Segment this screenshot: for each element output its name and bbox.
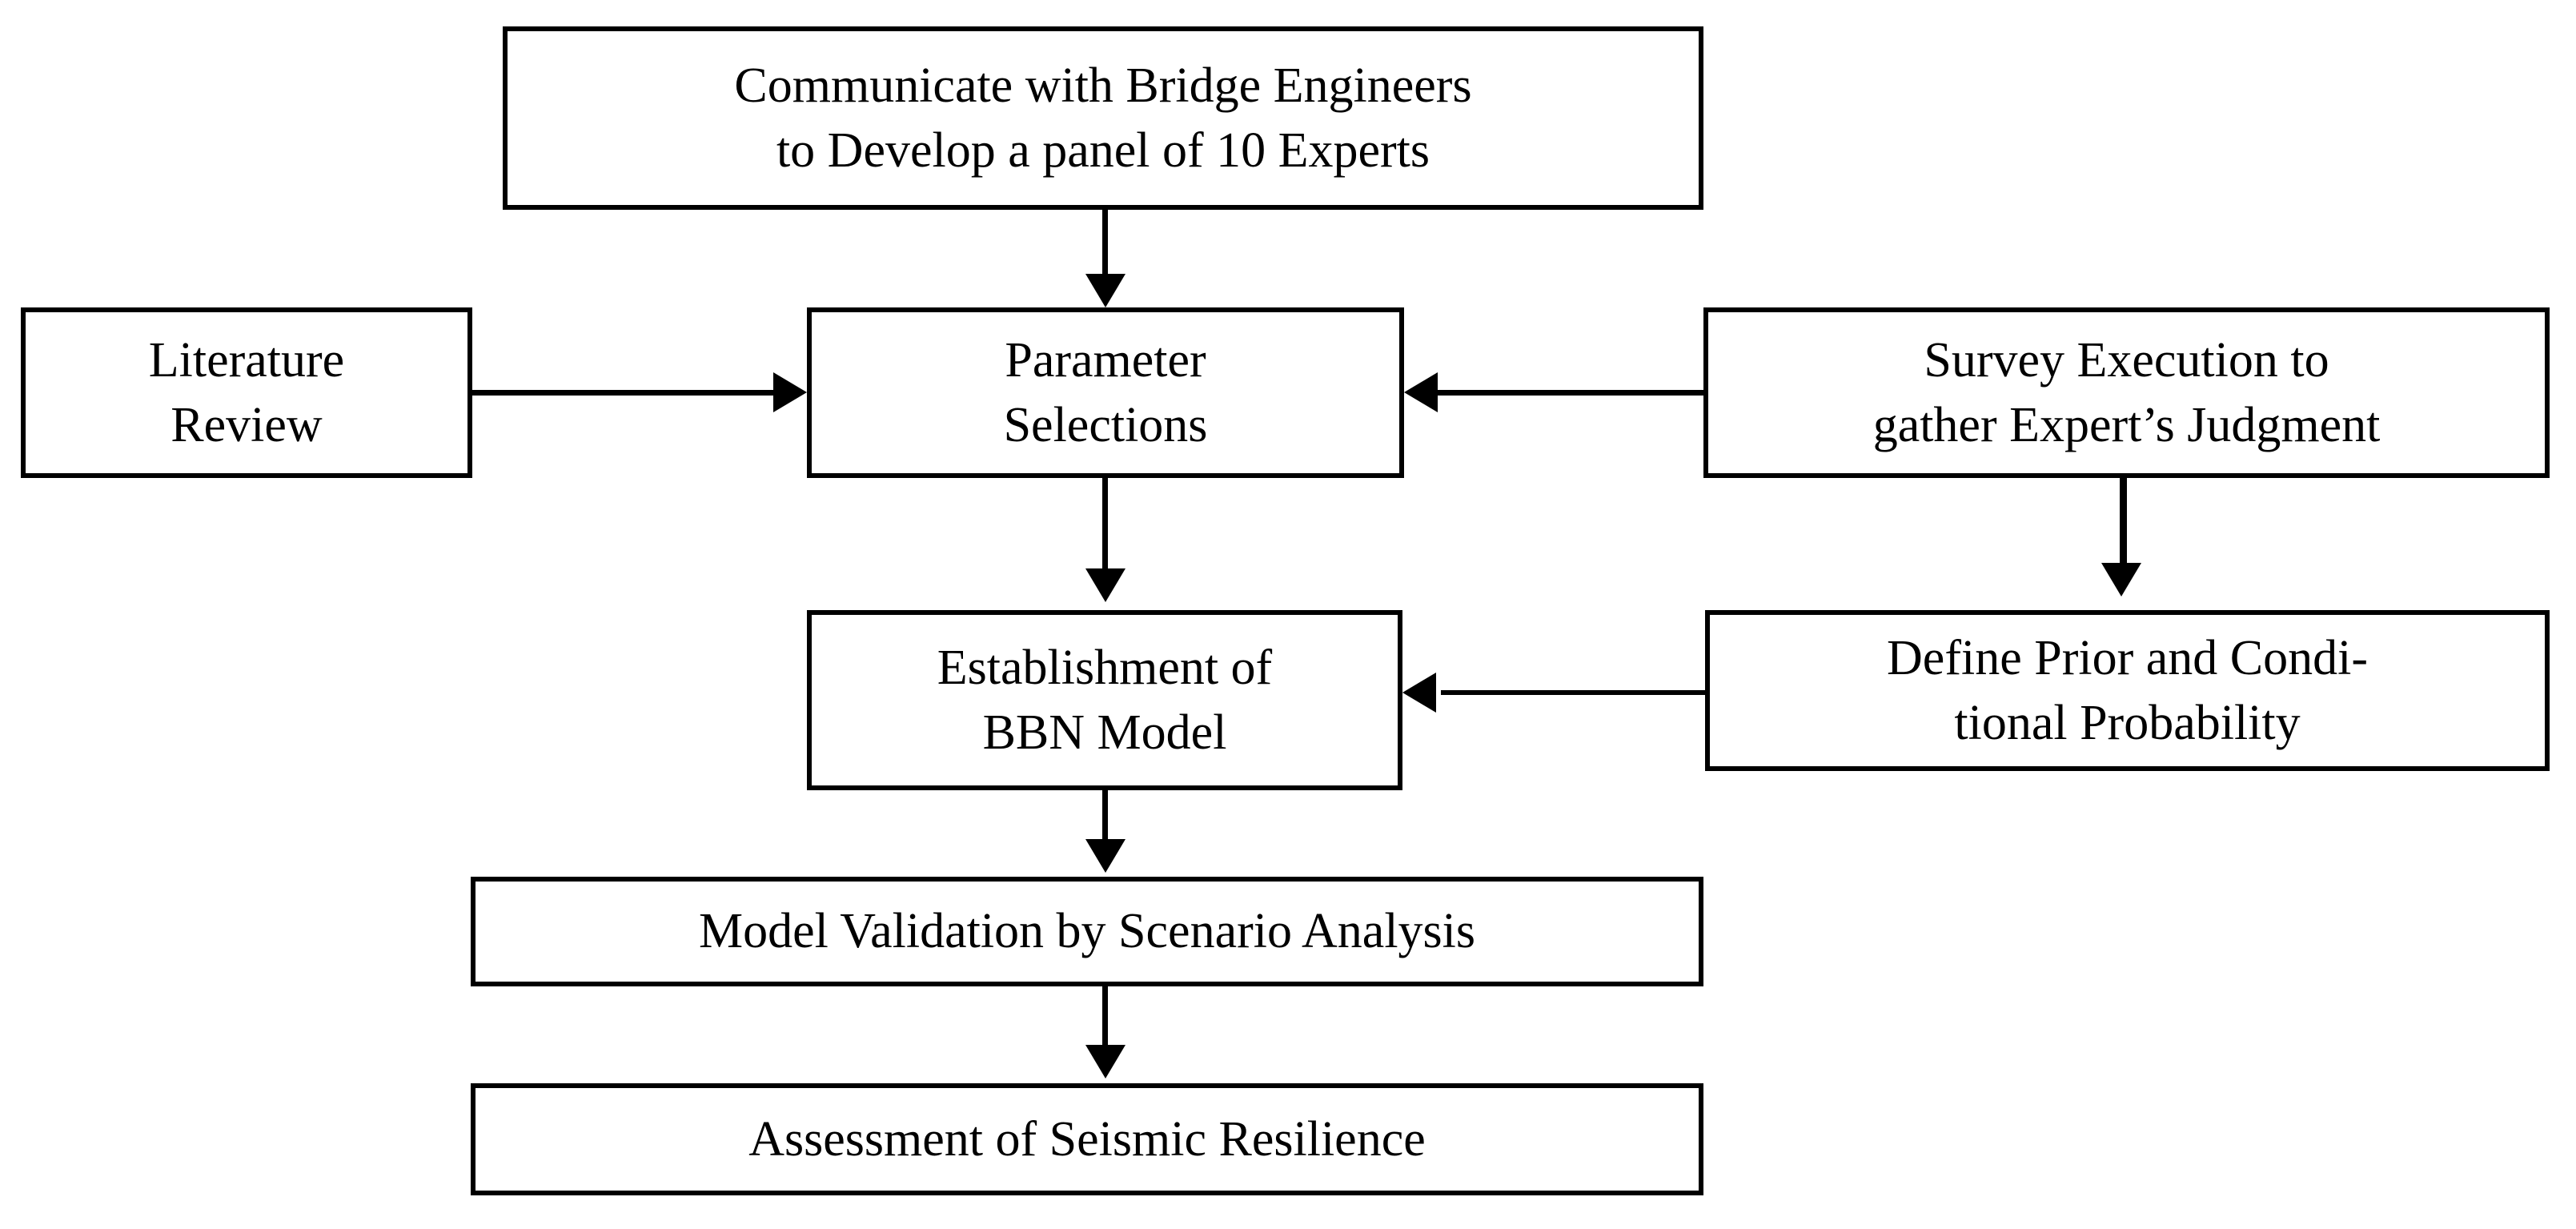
node-label: Survey Execution to gather Expert’s Judg…	[1872, 332, 2381, 452]
edge-communicate-to-parameter-line	[1102, 210, 1108, 282]
node-label: Parameter Selections	[1003, 332, 1208, 452]
node-label: Model Validation by Scenario Analysis	[698, 904, 1476, 959]
edge-communicate-to-parameter-arrowhead-icon	[1085, 274, 1125, 307]
node-assessment-of-seismic-resilience: Assessment of Seismic Resilience	[471, 1083, 1703, 1195]
node-communicate-with-bridge-engineers: Communicate with Bridge Engineers to Dev…	[503, 26, 1703, 210]
node-label: Define Prior and Condi- tional Probabili…	[1887, 630, 2368, 750]
edge-literature-to-parameter-line	[472, 390, 776, 396]
node-label: Assessment of Seismic Resilience	[748, 1111, 1426, 1167]
node-parameter-selections: Parameter Selections	[807, 307, 1404, 478]
edge-validation-to-assessment-line	[1102, 986, 1108, 1050]
node-establishment-of-bbn-model: Establishment of BBN Model	[807, 610, 1402, 790]
edge-survey-to-prior-arrowhead-icon	[2101, 563, 2141, 596]
node-define-prior-and-conditional-probability: Define Prior and Condi- tional Probabili…	[1705, 610, 2550, 771]
edge-prior-to-bbn-line	[1441, 690, 1707, 695]
edge-prior-to-bbn-arrowhead-icon	[1402, 673, 1436, 713]
node-label: Establishment of BBN Model	[937, 640, 1273, 760]
node-survey-execution: Survey Execution to gather Expert’s Judg…	[1703, 307, 2550, 478]
edge-survey-to-parameter-line	[1438, 390, 1707, 396]
edge-bbn-to-validation-arrowhead-icon	[1085, 839, 1125, 873]
edge-bbn-to-validation-line	[1102, 790, 1108, 845]
edge-survey-to-parameter-arrowhead-icon	[1404, 372, 1438, 412]
edge-parameter-to-bbn-arrowhead-icon	[1085, 568, 1125, 602]
node-literature-review: Literature Review	[21, 307, 472, 478]
edge-literature-to-parameter-arrowhead-icon	[773, 372, 807, 412]
node-label: Communicate with Bridge Engineers to Dev…	[734, 58, 1472, 178]
node-model-validation-by-scenario-analysis: Model Validation by Scenario Analysis	[471, 877, 1703, 986]
edge-validation-to-assessment-arrowhead-icon	[1085, 1045, 1125, 1078]
node-label: Literature Review	[148, 332, 345, 452]
edge-survey-to-prior-line	[2120, 478, 2127, 568]
edge-parameter-to-bbn-line	[1102, 478, 1108, 574]
